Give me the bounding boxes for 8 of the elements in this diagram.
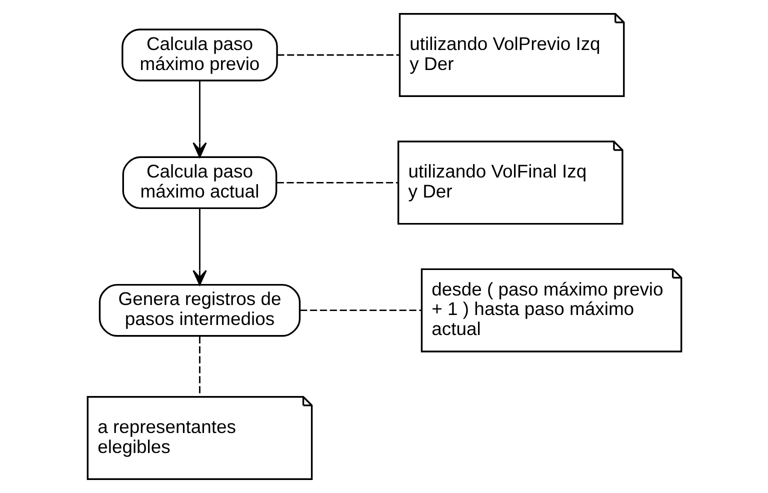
connector: [276, 54, 400, 56]
node-box: Calcula paso máximo previo: [121, 28, 278, 82]
node-box: Genera registros de pasos intermedios: [98, 284, 300, 337]
node-box: Calcula paso máximo actual: [122, 156, 277, 210]
connector: [276, 182, 398, 184]
arrow: [192, 208, 206, 286]
connector: [300, 310, 421, 312]
arrow: [192, 81, 206, 158]
